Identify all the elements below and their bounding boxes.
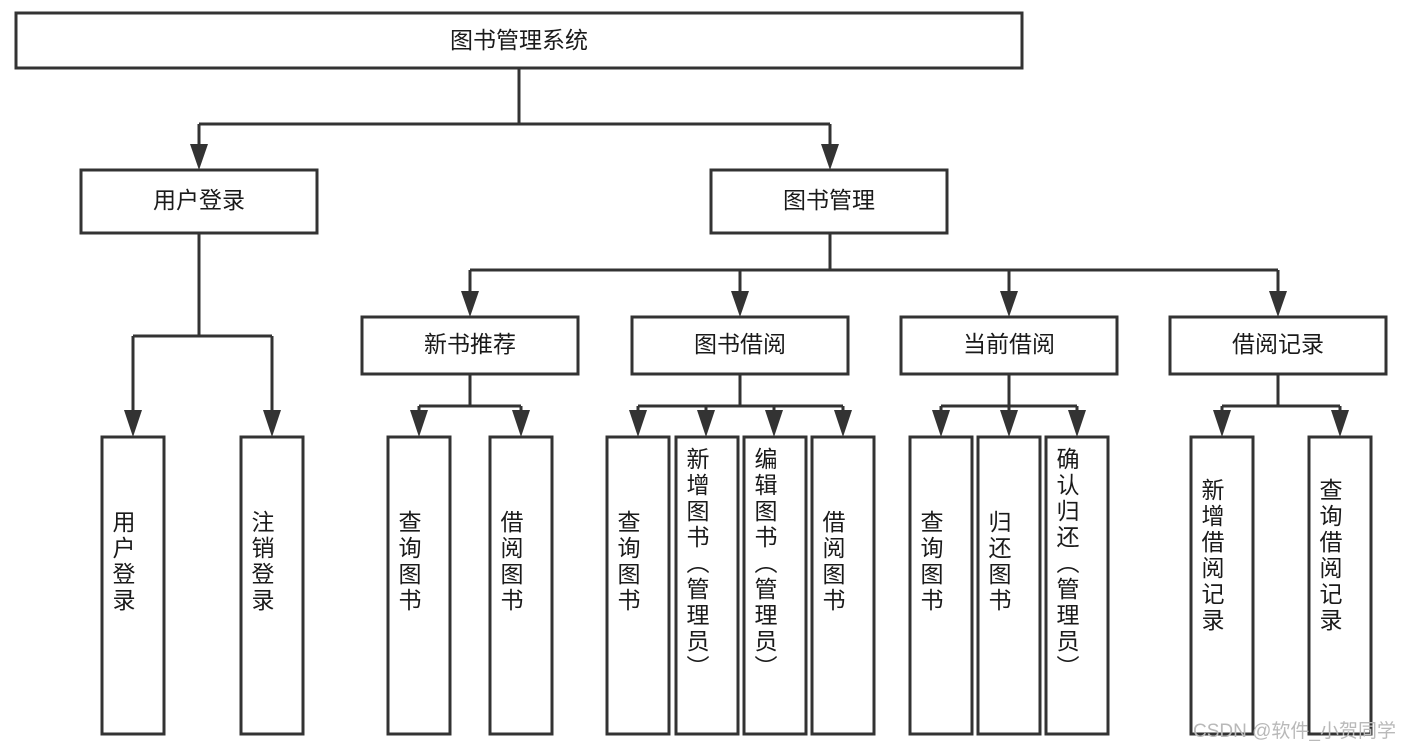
- node-user-login-label: 用户登录: [153, 187, 245, 213]
- node-new-book-recommend-label: 新书推荐: [424, 331, 516, 357]
- connector-userlogin-to-leaves: [124, 233, 281, 437]
- leaf-box-confirm-return-admin[interactable]: [1044, 435, 1110, 736]
- node-book-borrow[interactable]: 图书借阅: [630, 315, 850, 376]
- connector-newbook-to-leaves: [410, 374, 530, 437]
- node-root-label: 图书管理系统: [450, 27, 588, 53]
- leaf-box-query-book-nb[interactable]: [386, 435, 452, 736]
- leaf-box-add-borrow-record[interactable]: [1189, 435, 1255, 736]
- leaf-box-query-book-cb[interactable]: [908, 435, 974, 736]
- connector-root-to-level2: [190, 68, 839, 170]
- node-borrow-record[interactable]: 借阅记录: [1168, 315, 1388, 376]
- leaf-box-query-book-bb[interactable]: [605, 435, 671, 736]
- connector-borrowrecord-to-leaves: [1213, 374, 1349, 437]
- leaf-box-borrow-book-bb[interactable]: [810, 435, 876, 736]
- leaf-box-logout[interactable]: [239, 435, 305, 736]
- leaf-box-return-book[interactable]: [976, 435, 1042, 736]
- leaf-box-add-book-admin[interactable]: [674, 435, 740, 736]
- connector-bookmgmt-to-level3: [461, 233, 1287, 317]
- node-root[interactable]: 图书管理系统: [14, 11, 1024, 70]
- node-current-borrow[interactable]: 当前借阅: [899, 315, 1119, 376]
- node-book-management-label: 图书管理: [783, 187, 875, 213]
- node-borrow-record-label: 借阅记录: [1232, 331, 1324, 357]
- leaf-box-edit-book-admin[interactable]: [742, 435, 808, 736]
- leaf-box-borrow-book-nb[interactable]: [488, 435, 554, 736]
- node-book-management[interactable]: 图书管理: [709, 168, 949, 235]
- node-book-borrow-label: 图书借阅: [694, 331, 786, 357]
- leaf-box-query-borrow-record[interactable]: [1307, 435, 1373, 736]
- connector-currentborrow-to-leaves: [932, 374, 1086, 437]
- leaf-box-user-login[interactable]: [100, 435, 166, 736]
- csdn-watermark: CSDN @软件_小贺同学: [1193, 721, 1396, 742]
- node-current-borrow-label: 当前借阅: [963, 331, 1055, 357]
- connector-bookborrow-to-leaves: [629, 374, 852, 437]
- node-user-login[interactable]: 用户登录: [79, 168, 319, 235]
- node-new-book-recommend[interactable]: 新书推荐: [360, 315, 580, 376]
